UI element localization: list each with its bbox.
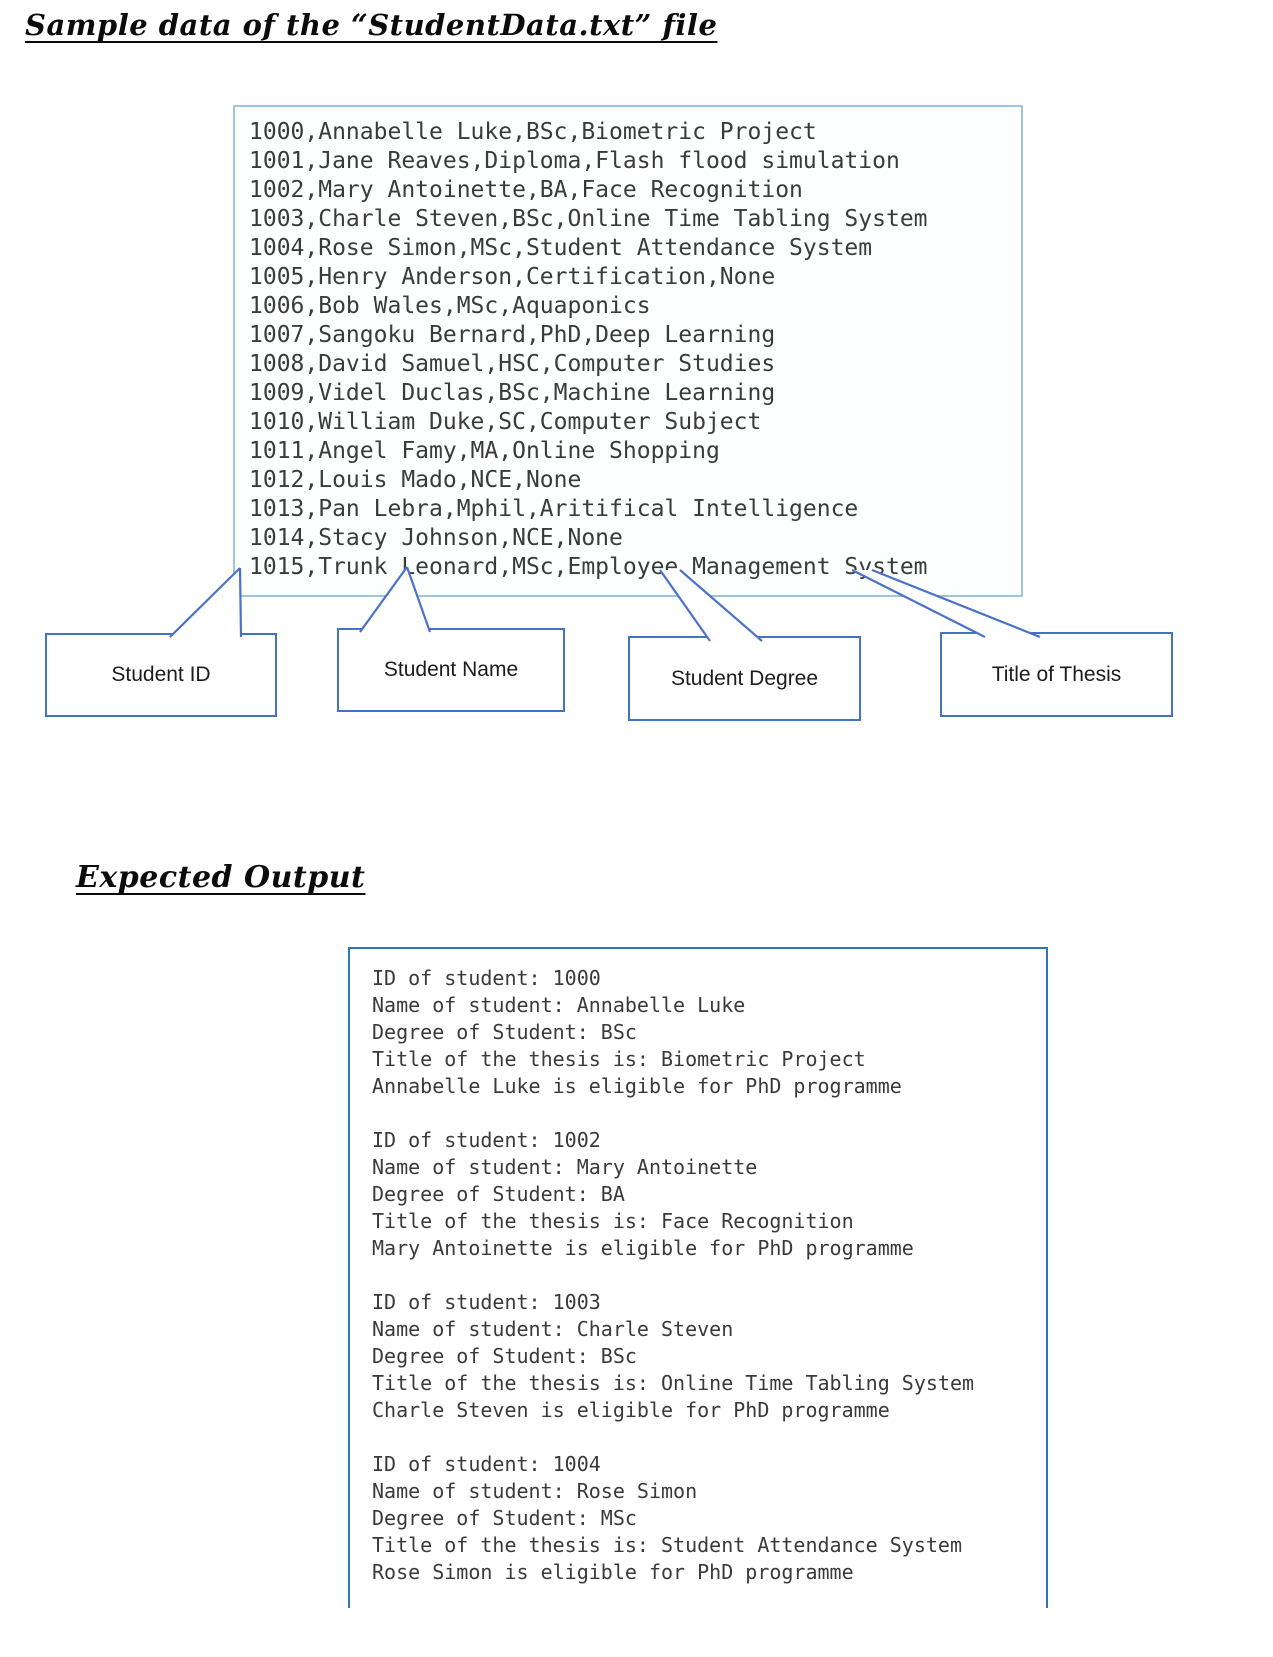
text-line: Degree of Student: BSc (372, 1020, 637, 1044)
text-line: Title of the thesis is: Face Recognition (372, 1209, 854, 1233)
text-line: Title of the thesis is: Biometric Projec… (372, 1047, 866, 1071)
text-line (372, 1262, 1046, 1289)
text-line: ID of student: 1004 (372, 1452, 601, 1476)
student-id-tail (170, 568, 241, 637)
expected-output-heading: Expected Output (76, 860, 366, 895)
text-line: ID of student: 1000 (372, 966, 601, 990)
text-line: 1003,Charle Steven,BSc,Online Time Tabli… (249, 206, 928, 232)
text-line: Degree of Student: BSc (372, 1344, 637, 1368)
text-line: Degree of Student: BA (372, 1182, 625, 1206)
text-line: Mary Antoinette is eligible for PhD prog… (372, 1236, 914, 1260)
text-line: Name of student: Charle Steven (372, 1317, 734, 1341)
callout-student-name-label: Student Name (383, 658, 519, 681)
text-line: Name of student: Rose Simon (372, 1479, 698, 1503)
text-line (372, 1100, 1046, 1127)
text-line: Title of the thesis is: Student Attendan… (372, 1533, 963, 1557)
text-line: ID of student: 1003 (372, 1290, 601, 1314)
callout-student-degree: Student Degree (628, 636, 861, 721)
sample-data-heading: Sample data of the “StudentData.txt” fil… (25, 8, 718, 42)
text-line: 1015,Trunk Leonard,MSc,Employee Manageme… (249, 554, 928, 580)
callout-title-of-thesis: Title of Thesis (940, 632, 1173, 717)
text-line: Degree of Student: MSc (372, 1506, 637, 1530)
callout-student-degree-label: Student Degree (670, 666, 819, 690)
text-line: 1005,Henry Anderson,Certification,None (249, 264, 776, 290)
text-line: 1001,Jane Reaves,Diploma,Flash flood sim… (249, 148, 900, 174)
text-line: 1013,Pan Lebra,Mphil,Aritifical Intellig… (249, 496, 859, 522)
text-line: 1002,Mary Antoinette,BA,Face Recognition (249, 177, 803, 203)
text-line: Name of student: Mary Antoinette (372, 1155, 758, 1179)
text-line: 1007,Sangoku Bernard,PhD,Deep Learning (249, 322, 776, 348)
text-line: 1008,David Samuel,HSC,Computer Studies (249, 351, 776, 377)
student-data-file-box: 1000,Annabelle Luke,BSc,Biometric Projec… (233, 105, 1023, 597)
text-line: 1009,Videl Duclas,BSc,Machine Learning (249, 380, 776, 406)
text-line: ID of student: 1002 (372, 1128, 601, 1152)
text-line: Annabelle Luke is eligible for PhD progr… (372, 1074, 902, 1098)
text-line: 1000,Annabelle Luke,BSc,Biometric Projec… (249, 119, 817, 145)
text-line: 1012,Louis Mado,NCE,None (249, 467, 582, 493)
text-line: 1004,Rose Simon,MSc,Student Attendance S… (249, 235, 873, 261)
callout-title-of-thesis-label: Title of Thesis (991, 662, 1122, 686)
callout-student-name: Student Name (337, 628, 565, 712)
callout-student-id: Student ID (45, 633, 277, 717)
callout-student-id-label: Student ID (111, 663, 211, 686)
text-line: Rose Simon is eligible for PhD programme (372, 1560, 854, 1584)
text-line: 1014,Stacy Johnson,NCE,None (249, 525, 623, 551)
text-line: 1006,Bob Wales,MSc,Aquaponics (249, 293, 651, 319)
text-line (372, 1424, 1046, 1451)
text-line: 1011,Angel Famy,MA,Online Shopping (249, 438, 720, 464)
text-line: Title of the thesis is: Online Time Tabl… (372, 1371, 975, 1395)
text-line: Name of student: Annabelle Luke (372, 993, 746, 1017)
text-line: 1010,William Duke,SC,Computer Subject (249, 409, 762, 435)
text-line: Charle Steven is eligible for PhD progra… (372, 1398, 890, 1422)
